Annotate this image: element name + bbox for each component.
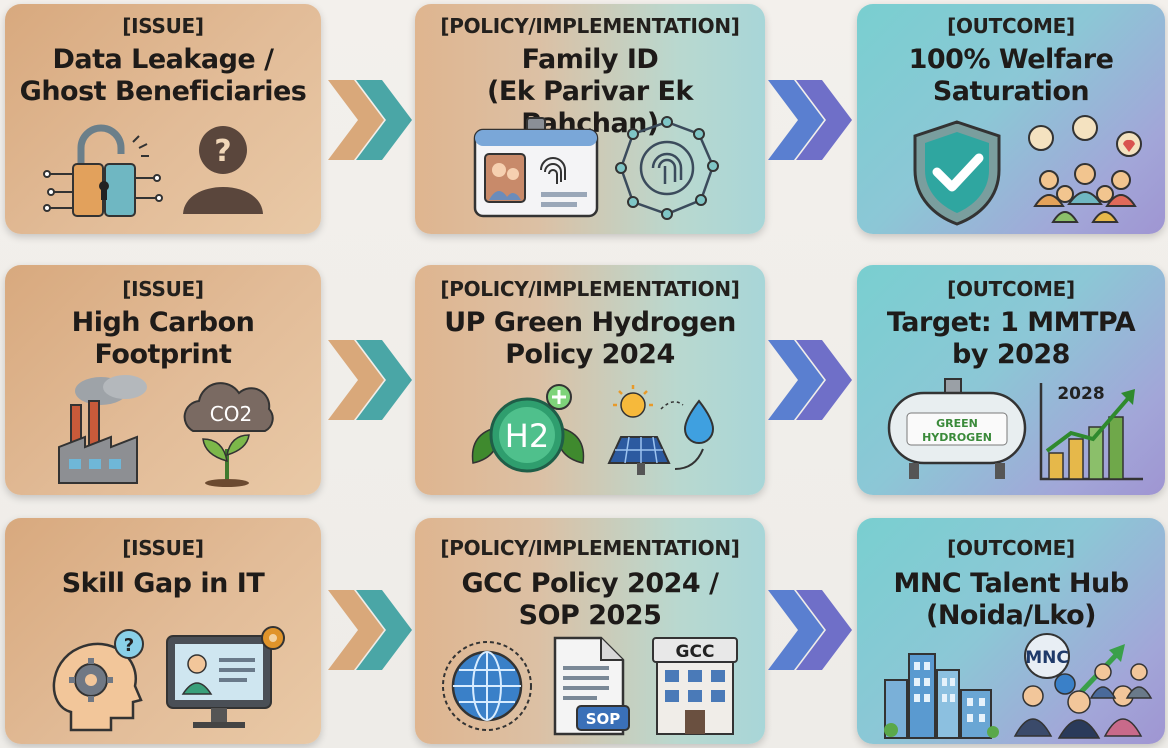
outcome-tag: [OUTCOME] (947, 277, 1075, 301)
outcome-title-line2: Saturation (932, 76, 1090, 107)
chevron-arrow-icon (768, 340, 852, 420)
fingerprint-network-icon (615, 116, 719, 220)
city-skyline-icon (884, 653, 999, 739)
chevron-arrow-icon (328, 340, 412, 420)
outcome-tag: [OUTCOME] (947, 14, 1075, 38)
shield-check-icon (913, 120, 1001, 226)
ghost-person-icon: ? (183, 126, 263, 214)
policy-title-line2: Policy 2024 (505, 339, 675, 370)
growth-chart-icon: 2028 (1039, 383, 1143, 481)
policy-tag: [POLICY/IMPLEMENTATION] (440, 536, 740, 560)
solar-water-icon (607, 385, 715, 475)
co2-cloud-icon: CO2 (183, 382, 274, 487)
row1-policy-card: [POLICY/IMPLEMENTATION] Family ID (Ek Pa… (415, 4, 765, 234)
row2-outcome-card: [OUTCOME] Target: 1 MMTPA by 2028 GREEN … (857, 265, 1165, 495)
outcome-title-line1: MNC Talent Hub (893, 568, 1129, 599)
issue-title-line1: Skill Gap in IT (61, 568, 265, 599)
chevron-arrow-icon (328, 590, 412, 670)
row1-outcome-card: [OUTCOME] 100% Welfare Saturation (857, 4, 1165, 234)
sop-label: SOP (586, 710, 621, 728)
h2-leaf-icon: H2 (471, 384, 585, 473)
sop-document-icon: SOP (553, 636, 630, 736)
outcome-title-line1: 100% Welfare (908, 44, 1114, 75)
h2-label: H2 (505, 417, 549, 455)
chart-year-label: 2028 (1057, 384, 1104, 404)
padlock-circuit-icon (43, 124, 163, 217)
row3-outcome-card: [OUTCOME] MNC Talent Hub (Noida/Lko) MNC (857, 518, 1165, 744)
row1-issue-card: [ISSUE] Data Leakage / Ghost Beneficiari… (5, 4, 321, 234)
factory-icon (58, 375, 147, 484)
chevron-arrow-icon (768, 590, 852, 670)
policy-title-line1: Family ID (521, 44, 659, 75)
tank-label-line1: GREEN (936, 417, 978, 430)
brain-gear-icon: ? (52, 629, 144, 732)
policy-tag: [POLICY/IMPLEMENTATION] (440, 277, 740, 301)
row2-issue-card: [ISSUE] High Carbon Footprint CO2 (5, 265, 321, 495)
policy-tag: [POLICY/IMPLEMENTATION] (440, 14, 740, 38)
chevron-arrow-icon (328, 80, 412, 160)
mnc-label: MNC (1025, 648, 1069, 668)
outcome-tag: [OUTCOME] (947, 536, 1075, 560)
gcc-building-icon: GCC (652, 637, 738, 735)
beneficiaries-group-icon (1028, 115, 1142, 223)
row3-policy-card: [POLICY/IMPLEMENTATION] GCC Policy 2024 … (415, 518, 765, 744)
outcome-title-line1: Target: 1 MMTPA (886, 307, 1136, 338)
outcome-title-line2: (Noida/Lko) (926, 600, 1096, 631)
svg-text:?: ? (124, 635, 134, 656)
issue-title-line1: Data Leakage / (52, 44, 274, 75)
co2-label: CO2 (210, 402, 252, 426)
policy-title-line1: GCC Policy 2024 / (461, 568, 719, 599)
issue-title-line2: Footprint (94, 339, 232, 370)
globe-icon (442, 641, 532, 731)
issue-title-line2: Ghost Beneficiaries (19, 76, 307, 107)
outcome-title-line2: by 2028 (952, 339, 1070, 370)
computer-user-icon (166, 626, 285, 728)
mnc-professionals-icon: MNC (1013, 633, 1153, 739)
row3-issue-card: [ISSUE] Skill Gap in IT ? (5, 518, 321, 744)
tank-label-line2: HYDROGEN (922, 431, 992, 444)
policy-title-line1: UP Green Hydrogen (444, 307, 736, 338)
hydrogen-tank-icon: GREEN HYDROGEN (887, 378, 1027, 479)
chevron-arrow-icon (768, 80, 852, 160)
row2-policy-card: [POLICY/IMPLEMENTATION] UP Green Hydroge… (415, 265, 765, 495)
issue-tag: [ISSUE] (122, 536, 204, 560)
gcc-label: GCC (676, 642, 715, 662)
svg-text:?: ? (214, 134, 231, 169)
issue-title-line1: High Carbon (71, 307, 255, 338)
policy-title-line2: SOP 2025 (518, 600, 662, 631)
id-card-icon (473, 117, 599, 218)
issue-tag: [ISSUE] (122, 277, 204, 301)
issue-tag: [ISSUE] (122, 14, 204, 38)
